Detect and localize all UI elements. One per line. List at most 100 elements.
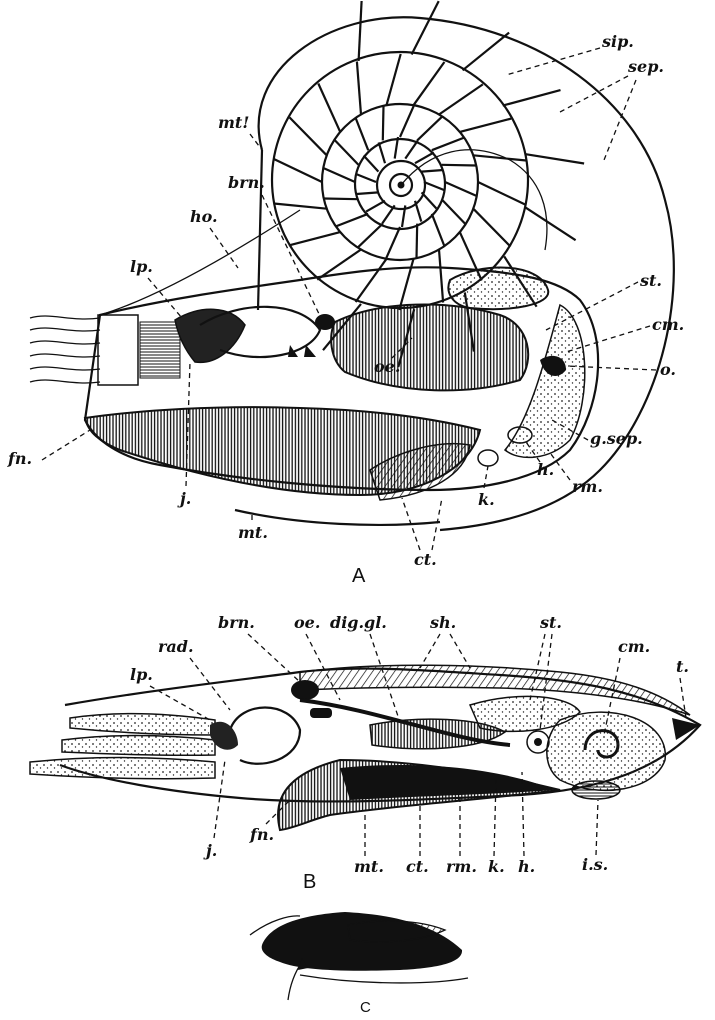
septum [415, 201, 421, 222]
label-b-ct: ct. [406, 857, 429, 876]
arm-1 [70, 714, 215, 735]
leader-b-is [596, 800, 598, 855]
figure-b-spirula: brn. oe. dig.gl. sh. st. rad. cm. t. lp.… [30, 613, 700, 893]
label-b-mt: mt. [354, 857, 384, 876]
septum [415, 152, 434, 163]
label-b-st: st. [539, 613, 562, 632]
septum [357, 192, 379, 194]
septum [445, 182, 477, 196]
label-a-sip: sip. [601, 32, 634, 51]
label-a-rm: rm. [572, 477, 603, 496]
septum [324, 199, 359, 200]
septum [503, 90, 561, 106]
oesophagus-crop [331, 305, 528, 391]
septum [414, 62, 445, 105]
label-a-lp: lp. [130, 257, 153, 276]
brain-b [291, 680, 319, 700]
label-b-brn: brn. [218, 613, 255, 632]
septum [356, 174, 376, 182]
caption-b: B [303, 871, 316, 893]
septum [422, 192, 437, 208]
label-b-dig-gl: dig.gl. [330, 613, 387, 632]
leader-a-sip [506, 48, 600, 75]
septum [386, 227, 400, 259]
septum [439, 84, 483, 114]
septum [364, 156, 379, 172]
label-a-st: st. [639, 271, 662, 290]
arms-b [30, 714, 215, 779]
arm-2 [62, 736, 215, 756]
leader-b-sh [420, 634, 470, 668]
septum [460, 119, 511, 132]
label-a-j: j. [177, 489, 191, 508]
lips [140, 322, 180, 378]
label-a-ho: ho. [190, 207, 218, 226]
septum [336, 214, 368, 227]
leader-a-fn [42, 430, 90, 460]
septum [417, 224, 418, 259]
caecum-b-inner [534, 738, 542, 746]
label-b-cm: cm. [618, 637, 650, 656]
label-b-k: k. [488, 857, 505, 876]
label-a-mt-prime: mt! [218, 113, 249, 132]
septum [357, 62, 361, 115]
label-a-k: k. [478, 490, 495, 509]
label-b-rad: rad. [158, 637, 194, 656]
label-a-cm: cm. [652, 315, 684, 334]
septum [318, 84, 340, 132]
septum [424, 182, 444, 190]
septum [439, 250, 443, 303]
septum [383, 106, 384, 141]
septum [525, 207, 575, 240]
septum [356, 118, 369, 150]
septum [334, 140, 358, 165]
label-a-g-sep: g.sep. [590, 429, 643, 448]
septum [274, 159, 322, 182]
label-a-ct: ct. [414, 550, 437, 569]
septum [442, 165, 477, 166]
label-b-j: j. [203, 841, 217, 860]
septum [379, 142, 385, 163]
septum [442, 199, 466, 224]
septum [525, 154, 584, 163]
septum [422, 170, 444, 172]
label-a-mt: mt. [238, 523, 268, 542]
caption-c: C [360, 999, 371, 1016]
septum [323, 168, 355, 182]
label-b-fn: fn. [249, 825, 274, 844]
leader-a-brn [262, 195, 320, 316]
kidney [478, 450, 498, 466]
septum [412, 1, 439, 54]
septum [356, 259, 387, 302]
label-b-is: i.s. [582, 855, 608, 874]
ganglion-b [310, 708, 332, 718]
septum [463, 33, 510, 71]
label-b-oe: oe. [294, 613, 320, 632]
stomach [448, 268, 548, 310]
septum [387, 54, 401, 105]
label-b-rm: rm. [446, 857, 477, 876]
septum [473, 209, 510, 247]
figure-a-nautilus: sip. sep. mt! brn. ho. lp. st. cm. o. oe… [7, 1, 684, 587]
ink-sac-b [572, 781, 620, 799]
septum [432, 214, 445, 246]
label-a-brn: brn. [228, 173, 265, 192]
septum [382, 205, 394, 223]
tentacle-sheath [98, 315, 138, 385]
septum [358, 224, 383, 248]
septum [405, 141, 417, 159]
label-b-sh: sh. [429, 613, 456, 632]
septum [366, 201, 385, 212]
label-a-oe: oe. [374, 357, 400, 376]
label-a-fn: fn. [7, 449, 32, 468]
arm-3 [30, 758, 215, 779]
septum [417, 116, 442, 140]
label-b-t: t. [676, 657, 689, 676]
septum [400, 105, 414, 137]
label-a-sep: sep. [627, 57, 664, 76]
septum [289, 232, 340, 245]
buccal-b [230, 708, 300, 764]
septum [478, 182, 526, 205]
